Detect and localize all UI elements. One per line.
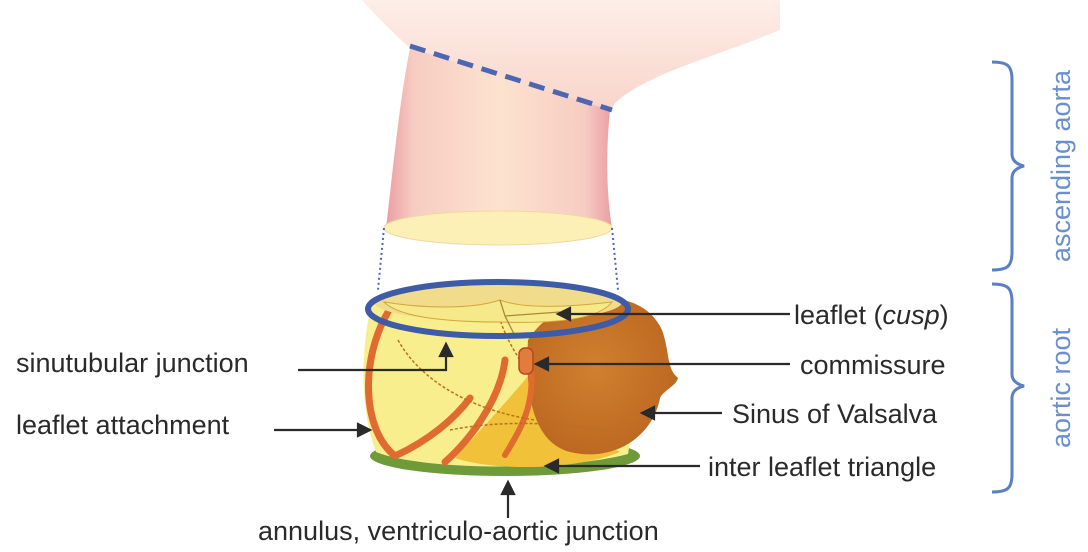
leaflet-label: leaflet (cusp) <box>794 300 949 330</box>
leaflet-label-suffix: ) <box>940 300 949 330</box>
ilt-label: inter leaflet triangle <box>708 452 936 482</box>
annulus-label: annulus, ventriculo-aortic junction <box>258 516 659 546</box>
commissure-label: commissure <box>800 350 946 380</box>
dotted-guide-right <box>612 228 618 290</box>
stj-label: sinutubular junction <box>16 348 249 378</box>
aorta-tube <box>362 0 780 290</box>
ascending-aorta-bracket <box>992 62 1024 270</box>
aorta-cut-ellipse <box>384 211 612 245</box>
aortic-root-bracket <box>992 284 1024 492</box>
annulus-arrowhead <box>502 482 514 494</box>
aortic-root <box>363 282 678 476</box>
leaflet-label-prefix: leaflet ( <box>794 300 883 330</box>
ascending-aorta-label: ascending aorta <box>1046 69 1076 262</box>
leaflet-label-italic: cusp <box>883 300 940 330</box>
brackets <box>992 62 1024 492</box>
dotted-guide-left <box>378 228 384 290</box>
sinus-label: Sinus of Valsalva <box>732 399 938 429</box>
attachment-label: leaflet attachment <box>16 410 230 440</box>
attachment-arrowhead <box>358 424 370 436</box>
commissure-marker <box>519 348 533 374</box>
aortic-root-label: aortic root <box>1046 327 1076 448</box>
